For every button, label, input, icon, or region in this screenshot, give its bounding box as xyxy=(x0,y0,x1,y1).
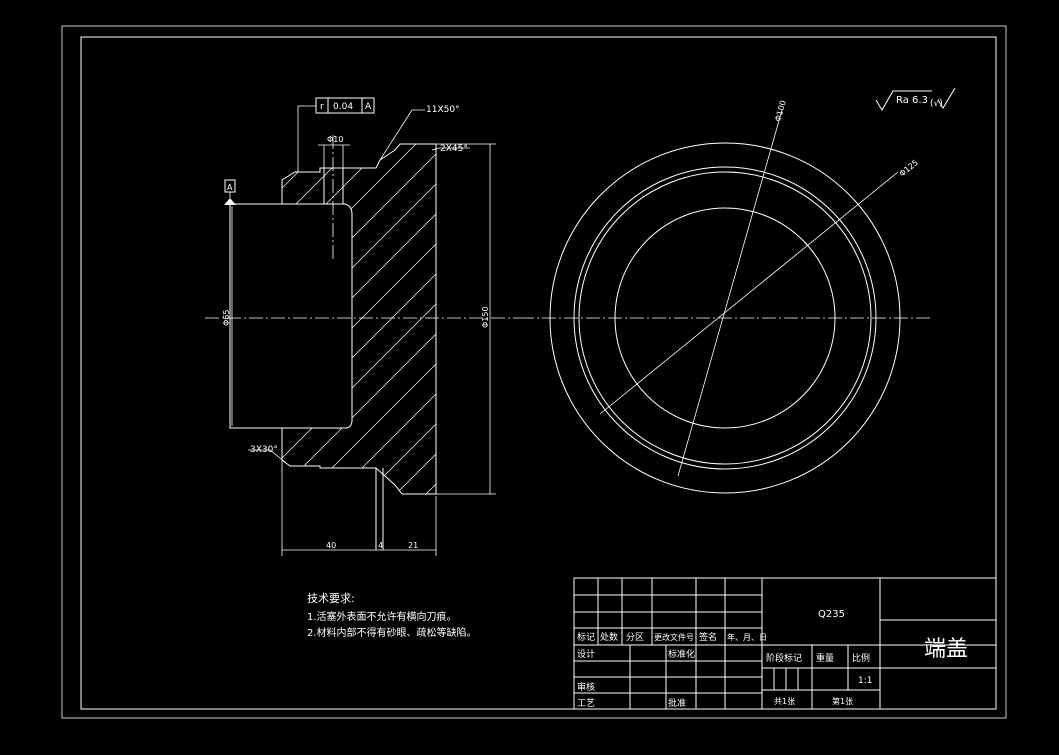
tb-weight: 重量 xyxy=(816,652,834,664)
small-dia-label: Φ10 xyxy=(327,135,343,144)
tb-approve: 批准 xyxy=(668,697,686,709)
end-view xyxy=(520,109,932,494)
tb-review: 审核 xyxy=(577,681,595,693)
outer-border xyxy=(61,25,1007,719)
circle-dia-2-label: Φ125 xyxy=(898,158,920,179)
roughness-symbol: Ra 6.3 (√) xyxy=(875,87,956,111)
bore-dia-label: Φ65 xyxy=(222,310,231,326)
tb-material: Q235 xyxy=(818,609,845,620)
datum-label: A xyxy=(227,183,233,192)
tb-scale-label: 比例 xyxy=(852,652,870,664)
tb-part-name: 端盖 xyxy=(924,637,968,662)
chamfer-right-label: 2X45° xyxy=(440,144,468,154)
outer-dia-label: Φ150 xyxy=(481,306,490,328)
len-left-label: 40 xyxy=(326,541,336,550)
tolerance-symbol: r xyxy=(320,102,324,112)
tb-header-zone: 分区 xyxy=(626,632,644,643)
section-view xyxy=(205,97,520,556)
tolerance-frame xyxy=(315,97,375,114)
tb-header-date: 年、月、日 xyxy=(727,632,767,642)
tb-standardize: 标准化 xyxy=(668,648,695,660)
note-2: 2.材料内部不得有砂眼、疏松等缺陷。 xyxy=(307,626,477,639)
note-1: 1.活塞外表面不允许有横向刀痕。 xyxy=(307,610,457,623)
tb-stage-mark: 阶段标记 xyxy=(766,652,802,664)
bore-outline xyxy=(229,203,353,429)
tb-sheets-total: 共1张 xyxy=(774,697,795,706)
title-block xyxy=(573,577,997,710)
circle-dia-1-label: Φ100 xyxy=(773,99,788,122)
tolerance-value: 0.04 xyxy=(333,102,353,112)
inner-border xyxy=(80,36,997,710)
chamfer-top-label: 11X50° xyxy=(426,105,460,115)
len-right-label: 21 xyxy=(408,541,418,550)
len-mid-label: 4 xyxy=(378,541,383,550)
section-outline xyxy=(281,143,437,495)
tb-header-sign: 签名 xyxy=(699,631,717,643)
chamfer-bottom-label: 3X30° xyxy=(250,445,278,455)
section-hatching xyxy=(282,144,436,494)
tb-sheet-no: 第1张 xyxy=(832,696,853,706)
tb-design: 设计 xyxy=(577,648,595,660)
tb-process: 工艺 xyxy=(577,698,595,709)
tb-header-mark: 标记 xyxy=(577,631,595,643)
tb-header-change-doc: 更改文件号 xyxy=(654,632,694,642)
notes-title: 技术要求: xyxy=(307,592,355,605)
roughness-value: Ra 6.3 xyxy=(896,95,928,106)
tb-scale-value: 1:1 xyxy=(858,676,872,686)
roughness-suffix: (√) xyxy=(930,98,943,109)
tb-header-count: 处数 xyxy=(600,631,618,643)
datum-reference: A xyxy=(365,102,372,112)
